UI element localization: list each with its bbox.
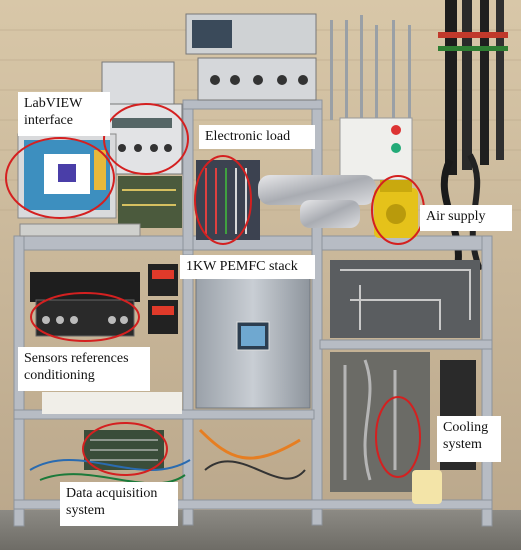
- highlight-electronic-load: [194, 155, 252, 245]
- label-cooling-system: Cooling system: [437, 416, 501, 462]
- instrument-box: [30, 272, 140, 302]
- panel-meter: [148, 300, 178, 334]
- meter-readout: [152, 270, 174, 279]
- highlight-cooling: [375, 396, 421, 478]
- cable: [29, 459, 191, 471]
- insulated-pipe: [258, 175, 376, 205]
- meter-readout: [152, 306, 174, 315]
- highlight-controller: [103, 103, 189, 175]
- enclosure-display-window: [241, 326, 265, 346]
- coolant-reservoir: [412, 470, 442, 504]
- cable: [198, 428, 301, 460]
- air-supply-unit: [374, 180, 418, 238]
- circuit-board: [118, 176, 182, 228]
- panel-meter: [148, 264, 178, 296]
- labview-logo: [58, 164, 76, 182]
- instrument-top: [101, 61, 175, 105]
- cable: [204, 460, 306, 480]
- oscilloscope-screen: [192, 20, 232, 48]
- label-data-acquisition: Data acquisition system: [60, 482, 178, 526]
- label-air-supply: Air supply: [420, 205, 512, 231]
- gas-valve: [391, 125, 401, 135]
- papers: [42, 392, 182, 414]
- controller-display: [112, 118, 172, 128]
- label-electronic-load: Electronic load: [199, 125, 315, 149]
- wall-pipes: [330, 0, 508, 282]
- keyboard: [19, 223, 141, 237]
- gas-valve: [391, 143, 401, 153]
- label-sensors-conditioning: Sensors references conditioning: [18, 347, 150, 391]
- highlight-ellipses: [5, 103, 425, 478]
- cable: [39, 473, 186, 485]
- labview-gauge: [94, 150, 106, 190]
- sensor-conditioning-box: [35, 299, 135, 337]
- label-pemfc-stack: 1KW PEMFC stack: [180, 255, 315, 279]
- gas-panel: [339, 117, 413, 181]
- insulated-pipe: [300, 200, 360, 228]
- label-labview-interface: LabVIEW interface: [18, 92, 110, 136]
- highlight-daq: [82, 422, 168, 476]
- highlight-sensors: [30, 292, 140, 342]
- cooling-plumbing: [330, 352, 430, 492]
- highlight-labview: [5, 137, 115, 219]
